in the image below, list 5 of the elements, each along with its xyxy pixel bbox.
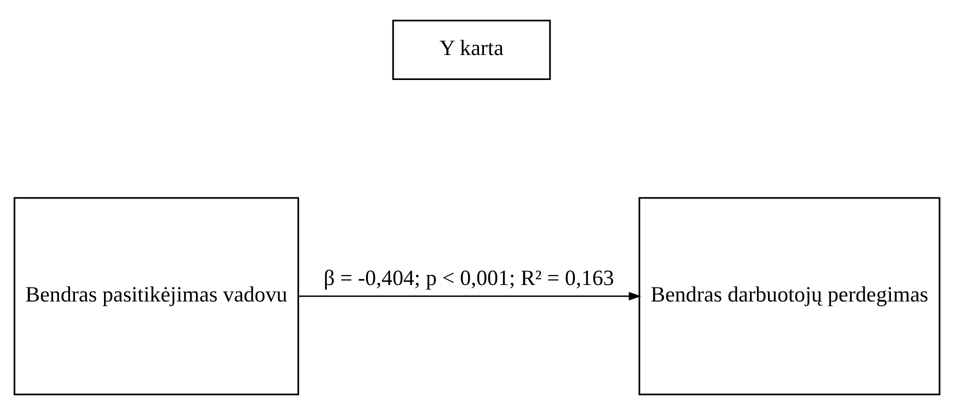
edge-label: β = -0,404; p < 0,001; R² = 0,163 [323, 266, 614, 290]
arrow [298, 292, 641, 300]
node-box: Bendras pasitikėjimas vadovu [13, 197, 299, 396]
node-box: Y karta [392, 20, 550, 80]
node-box: Bendras darbuotojų perdegimas [638, 197, 940, 396]
